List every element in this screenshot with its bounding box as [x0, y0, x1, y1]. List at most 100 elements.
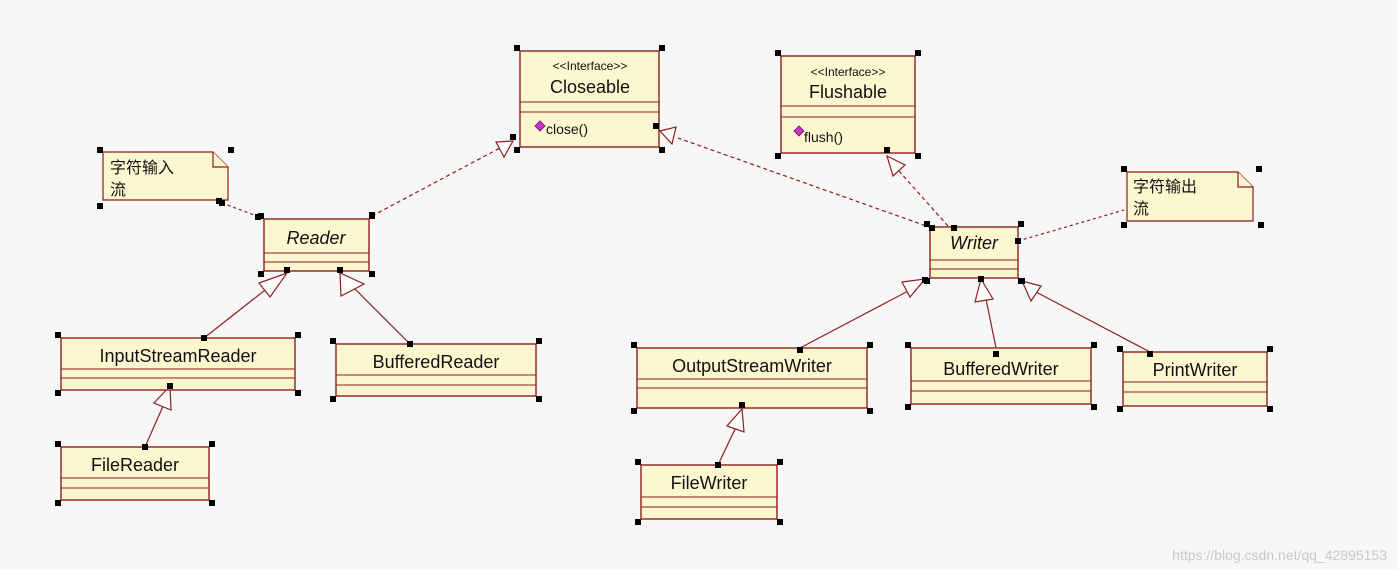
class-closeable[interactable]: <<Interface>> Closeable close()	[519, 50, 660, 148]
class-print-writer[interactable]: PrintWriter	[1122, 351, 1268, 407]
selection-handle[interactable]	[407, 341, 413, 347]
selection-handle[interactable]	[1267, 346, 1273, 352]
fw-extends-osw	[717, 426, 737, 466]
selection-handle[interactable]	[1117, 346, 1123, 352]
class-file-reader[interactable]: FileReader	[60, 446, 210, 501]
selection-handle[interactable]	[905, 404, 911, 410]
selection-handle[interactable]	[201, 335, 207, 341]
inheritance-arrowhead	[974, 277, 994, 303]
selection-handle[interactable]	[915, 153, 921, 159]
selection-handle[interactable]	[1258, 222, 1264, 228]
selection-handle[interactable]	[510, 134, 516, 140]
selection-handle[interactable]	[167, 383, 173, 389]
class-buffered-reader[interactable]: BufferedReader	[335, 343, 537, 397]
selection-handle[interactable]	[929, 225, 935, 231]
note-char-output-stream[interactable]: 字符输出 流	[1126, 171, 1254, 222]
selection-handle[interactable]	[369, 212, 375, 218]
selection-handle[interactable]	[369, 271, 375, 277]
operation-icon	[793, 125, 805, 137]
selection-handle[interactable]	[797, 347, 803, 353]
selection-handle[interactable]	[922, 277, 928, 283]
note-char-input-stream[interactable]: 字符输入 流	[102, 151, 229, 201]
selection-handle[interactable]	[1121, 166, 1127, 172]
selection-handle[interactable]	[659, 45, 665, 51]
selection-handle[interactable]	[867, 342, 873, 348]
note-anchor-writer	[1017, 209, 1125, 242]
selection-handle[interactable]	[1018, 221, 1024, 227]
selection-handle[interactable]	[219, 200, 225, 206]
selection-handle[interactable]	[659, 147, 665, 153]
selection-handle[interactable]	[514, 147, 520, 153]
selection-handle[interactable]	[228, 147, 234, 153]
selection-handle[interactable]	[978, 276, 984, 282]
selection-handle[interactable]	[337, 267, 343, 273]
selection-handle[interactable]	[330, 396, 336, 402]
isr-extends-reader	[203, 282, 275, 339]
selection-handle[interactable]	[1015, 238, 1021, 244]
operation-close[interactable]: close()	[546, 121, 588, 137]
inheritance-arrowhead	[339, 272, 366, 297]
inheritance-arrowhead	[258, 271, 289, 299]
selection-handle[interactable]	[905, 342, 911, 348]
class-file-writer[interactable]: FileWriter	[640, 464, 778, 520]
selection-handle[interactable]	[993, 351, 999, 357]
class-flushable[interactable]: <<Interface>> Flushable flush()	[780, 55, 916, 154]
selection-handle[interactable]	[951, 225, 957, 231]
selection-handle[interactable]	[209, 441, 215, 447]
selection-handle[interactable]	[55, 441, 61, 447]
selection-handle[interactable]	[1147, 351, 1153, 357]
class-input-stream-reader[interactable]: InputStreamReader	[60, 337, 296, 391]
selection-handle[interactable]	[635, 519, 641, 525]
selection-handle[interactable]	[1091, 342, 1097, 348]
selection-handle[interactable]	[295, 332, 301, 338]
realization-arrowhead	[886, 154, 907, 178]
selection-handle[interactable]	[330, 338, 336, 344]
selection-handle[interactable]	[255, 214, 261, 220]
selection-handle[interactable]	[1117, 406, 1123, 412]
selection-handle[interactable]	[142, 444, 148, 450]
class-reader[interactable]: Reader	[263, 218, 370, 272]
realization-arrowhead	[658, 126, 677, 146]
class-name: InputStreamReader	[99, 346, 256, 366]
selection-handle[interactable]	[284, 267, 290, 273]
selection-handle[interactable]	[715, 462, 721, 468]
selection-handle[interactable]	[915, 50, 921, 56]
operation-flush[interactable]: flush()	[804, 129, 843, 145]
selection-handle[interactable]	[1019, 278, 1025, 284]
selection-handle[interactable]	[258, 271, 264, 277]
inheritance-arrowhead	[901, 278, 927, 299]
class-name: Closeable	[550, 77, 630, 97]
selection-handle[interactable]	[536, 338, 542, 344]
selection-handle[interactable]	[295, 390, 301, 396]
selection-handle[interactable]	[777, 519, 783, 525]
class-name: Flushable	[809, 82, 887, 102]
selection-handle[interactable]	[739, 402, 745, 408]
selection-handle[interactable]	[631, 342, 637, 348]
class-output-stream-writer[interactable]: OutputStreamWriter	[636, 347, 868, 409]
selection-handle[interactable]	[777, 459, 783, 465]
class-name: OutputStreamWriter	[672, 356, 832, 376]
selection-handle[interactable]	[55, 390, 61, 396]
selection-handle[interactable]	[514, 45, 520, 51]
selection-handle[interactable]	[924, 221, 930, 227]
selection-handle[interactable]	[1256, 166, 1262, 172]
selection-handle[interactable]	[775, 153, 781, 159]
selection-handle[interactable]	[97, 147, 103, 153]
selection-handle[interactable]	[55, 332, 61, 338]
class-name: PrintWriter	[1153, 360, 1238, 380]
selection-handle[interactable]	[775, 50, 781, 56]
selection-handle[interactable]	[97, 203, 103, 209]
class-writer[interactable]: Writer	[929, 226, 1019, 279]
selection-handle[interactable]	[635, 459, 641, 465]
selection-handle[interactable]	[1121, 222, 1127, 228]
selection-handle[interactable]	[1091, 404, 1097, 410]
selection-handle[interactable]	[653, 123, 659, 129]
selection-handle[interactable]	[631, 408, 637, 414]
selection-handle[interactable]	[1267, 406, 1273, 412]
class-buffered-writer[interactable]: BufferedWriter	[910, 347, 1092, 405]
selection-handle[interactable]	[55, 500, 61, 506]
selection-handle[interactable]	[867, 408, 873, 414]
selection-handle[interactable]	[884, 147, 890, 153]
selection-handle[interactable]	[536, 396, 542, 402]
selection-handle[interactable]	[209, 500, 215, 506]
